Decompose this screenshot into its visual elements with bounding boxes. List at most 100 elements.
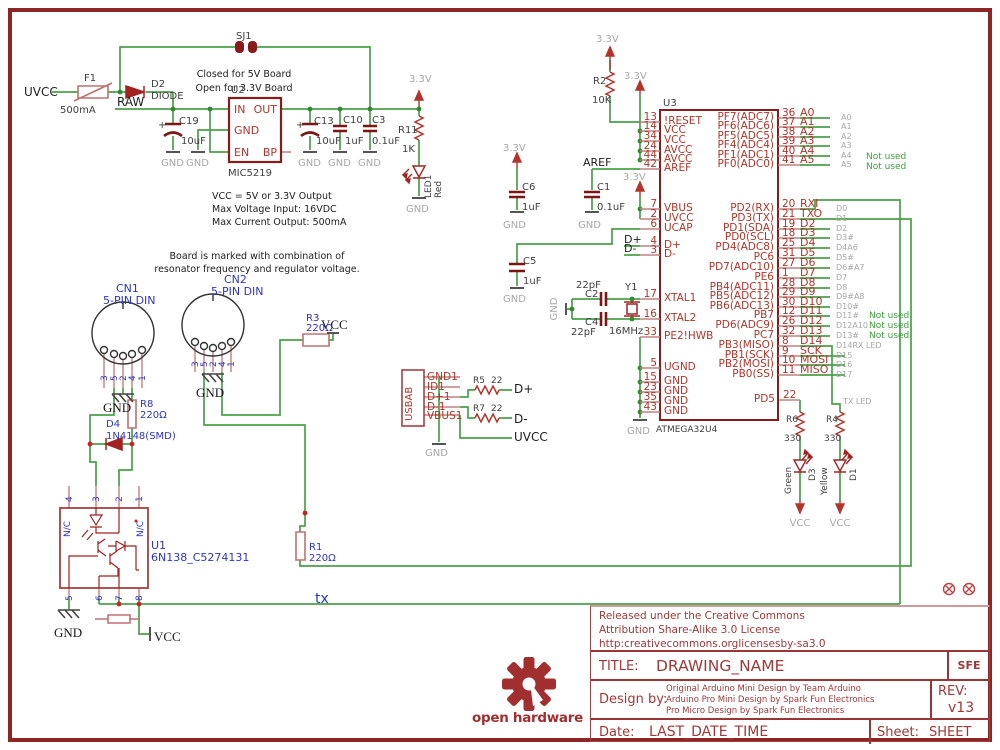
mcu-pin-num: 6	[650, 218, 657, 230]
net-uvcc: UVCC	[514, 430, 548, 444]
capacitor-plates	[163, 122, 608, 326]
mcu-pin-num: 32	[782, 325, 795, 337]
u1-pin1-mark	[134, 519, 138, 523]
cn2-name: CN2	[224, 273, 247, 286]
date-row: Date: LAST_DATE_TIME Sheet: SHEET	[591, 720, 989, 744]
mcu-pin-num: 7	[650, 198, 657, 210]
r7-value: 22	[491, 404, 502, 414]
mcu-pin-name: A5	[800, 153, 815, 166]
mcu-pin-name: D12	[800, 314, 822, 327]
cn1-pin: 3	[100, 375, 110, 381]
mcu-pin-alias: D1	[836, 214, 847, 223]
sheet-cell: Sheet: SHEET	[869, 720, 989, 744]
sj1-name: SJ1	[236, 31, 252, 42]
u2-pin-out: OUT	[254, 103, 278, 116]
net-raw: RAW	[117, 95, 144, 109]
mcu-pin-num: 44	[644, 149, 658, 161]
mcu-pin-num: 41	[782, 154, 795, 166]
rail-3v3: 3.3V	[503, 143, 526, 154]
mcu-pin-name: A4	[800, 144, 815, 157]
mcu-pin-name: D4	[800, 236, 815, 249]
net-dminus: D-	[514, 412, 528, 426]
mcu-pin-num: 16	[644, 308, 658, 320]
c19-value: 10uF	[181, 136, 206, 147]
mcu-pin-name: D11	[800, 304, 822, 317]
mcu-pin-num: 3	[650, 244, 657, 256]
mcu-pin-num: 8	[782, 335, 789, 347]
mcu-pin-name: GND	[664, 405, 688, 417]
mcu-pin-name: TXO	[799, 207, 823, 220]
u1-pin: 7	[115, 595, 125, 601]
d4-value: 1N4148(SMD)	[106, 431, 176, 442]
gear-tooth	[523, 657, 535, 670]
mcu-pin-inner: PC6	[754, 251, 775, 263]
c10-value: 1uF	[345, 136, 364, 147]
mcu-pin-num: 21	[782, 208, 795, 220]
u1-pin: 3	[92, 496, 102, 502]
mcu-pin-inner: PF5(ADC5)	[717, 130, 774, 142]
u2-pin-en: EN	[234, 146, 249, 159]
mcu-pin22-num: 22	[783, 389, 796, 401]
mcu-pin-alias: D12A10	[836, 321, 868, 330]
c19-name: C19	[179, 116, 199, 127]
u1-pin: 5	[65, 595, 75, 601]
vcc: VCC	[321, 317, 348, 332]
mcu-pin-num: 4	[650, 235, 657, 247]
u1-nc: N/C	[63, 521, 73, 537]
mcu-pin-inner: PC7	[754, 329, 774, 341]
mcu-pin-alias: D17	[836, 370, 852, 379]
mcu-pin-alias: D7	[836, 273, 847, 282]
mcu-pin-num: 9	[782, 345, 789, 357]
mcu-pin-inner: PD4(ADC8)	[715, 241, 774, 253]
mcu-pin-name: GND	[664, 395, 688, 407]
rev-value: v13	[948, 700, 975, 716]
c1-name: C1	[597, 182, 610, 193]
mcu-pin-alias: A1	[841, 122, 852, 131]
mcu-pin-alias: D14RX LED	[836, 341, 882, 350]
note-open: Open for 3.3V Board	[195, 83, 292, 94]
r2-value: 10K	[592, 95, 612, 106]
r6-value: 330	[784, 434, 801, 444]
u3-mcu-box	[659, 109, 779, 421]
mcu-pin-num: 14	[644, 120, 658, 132]
u1-pin: 8	[135, 595, 145, 601]
junction-dot	[569, 306, 575, 312]
gnd-bars	[149, 151, 647, 641]
mcu-pin-num: 36	[782, 107, 796, 119]
r8-name: R8	[140, 399, 153, 410]
gnd: GND	[406, 204, 429, 215]
mcu-pin-num: 26	[782, 315, 796, 327]
mcu-pin-inner: PB1(SCK)	[725, 349, 774, 361]
mcu-pin-num: 17	[644, 288, 657, 300]
din-connector-cn1	[91, 301, 155, 365]
note-not-used: Not used	[866, 162, 906, 172]
optocoupler-internals	[68, 508, 139, 588]
note-vcc3: Max Current Output: 500mA	[212, 217, 347, 228]
note-vcc1: VCC = 5V or 3.3V Output	[212, 191, 332, 202]
mcu-pin-alias: D6#A7	[836, 263, 865, 272]
mcu-pin-num: 1	[782, 267, 789, 279]
mcu-pin-num: 35	[644, 391, 657, 403]
mcu-pin-name: D+	[664, 239, 681, 251]
junction-dot	[136, 601, 142, 607]
rev-label: REV:	[938, 684, 968, 699]
sfe-badge: SFE	[947, 652, 989, 679]
c13-plus: +	[296, 120, 304, 131]
gnd: GND	[328, 158, 351, 169]
mcu-pin-alias: A3	[841, 141, 852, 150]
design-row: Design by: Original Arduino Mini Design …	[591, 681, 989, 720]
diode-d2	[125, 84, 147, 100]
din-connector-cn2	[181, 293, 245, 357]
open-hardware-logo-icon	[502, 657, 556, 711]
license-line: Released under the Creative Commons	[599, 610, 805, 622]
mcu-pin-alias: A4	[841, 151, 852, 160]
note-not-used: Not used	[869, 331, 909, 341]
mcu-pin-name: UCAP	[664, 222, 693, 234]
mcu-pin-inner: PB4(ADC11)	[710, 281, 774, 293]
mcu-pin-name: PE2!HWB	[664, 330, 713, 342]
r5-value: 22	[491, 376, 502, 386]
led1-red-icon	[401, 165, 427, 185]
cn2-pin: 3	[191, 361, 201, 367]
mcu-pin-name: VCC	[664, 124, 686, 136]
mcu-pin-name: XTAL1	[664, 292, 696, 304]
